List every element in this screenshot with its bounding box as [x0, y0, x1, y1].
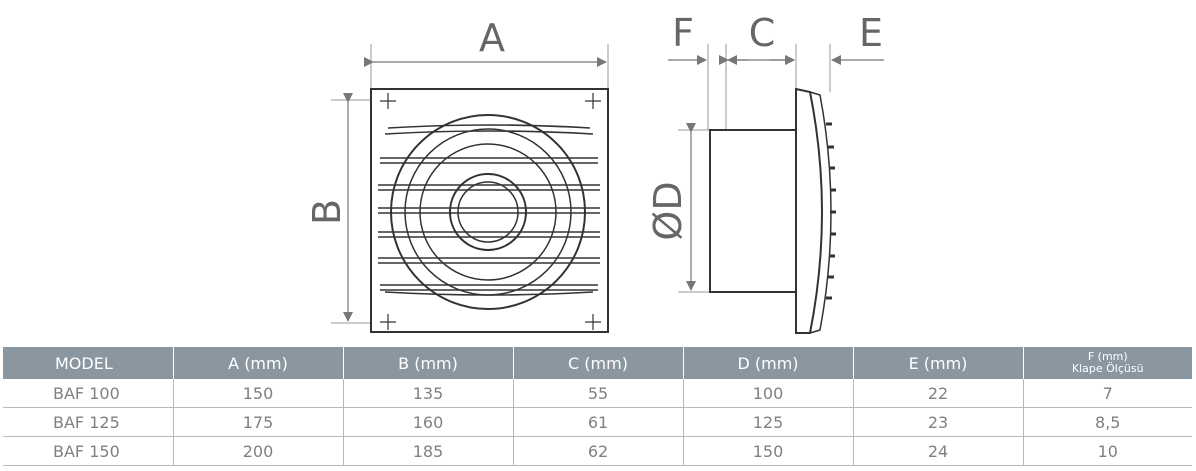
header-f-line1: F (mm): [1087, 350, 1128, 363]
fan-technical-drawing: A B F C E: [305, 11, 884, 334]
table-row: BAF 100 150 135 55 100 22 7: [3, 379, 1192, 408]
cell-c: 61: [513, 407, 684, 437]
cell-e: 23: [853, 407, 1024, 437]
cell-model: BAF 125: [3, 407, 174, 437]
header-f: F (mm) Klape Ölçüsü: [1023, 347, 1192, 379]
table-row: BAF 125 175 160 61 125 23 8,5: [3, 407, 1192, 437]
dimension-d-label: ØD: [646, 181, 690, 240]
header-d: D (mm): [683, 347, 854, 379]
cell-model: BAF 100: [3, 379, 174, 408]
cell-b: 185: [343, 436, 514, 466]
header-f-line2: Klape Ölçüsü: [1071, 362, 1144, 375]
header-b: B (mm): [343, 347, 514, 379]
cell-f: 8,5: [1023, 407, 1192, 437]
cell-model: BAF 150: [3, 436, 174, 466]
specification-table: MODEL A (mm) B (mm) C (mm) D (mm) E (mm)…: [3, 347, 1192, 466]
dimension-c-label: C: [749, 11, 776, 55]
cell-d: 100: [683, 379, 854, 408]
table-row: BAF 150 200 185 62 150 24 10: [3, 436, 1192, 466]
table-header-row: MODEL A (mm) B (mm) C (mm) D (mm) E (mm)…: [3, 347, 1192, 379]
cell-a: 150: [173, 379, 344, 408]
header-e: E (mm): [853, 347, 1024, 379]
cell-e: 24: [853, 436, 1024, 466]
dimension-e-label: E: [859, 11, 883, 55]
header-model: MODEL: [3, 347, 174, 379]
cell-c: 62: [513, 436, 684, 466]
cell-b: 160: [343, 407, 514, 437]
side-view: [678, 44, 836, 334]
front-view: [331, 44, 609, 333]
dimension-b-label: B: [305, 199, 349, 225]
dimension-a-label: A: [479, 16, 505, 60]
cell-e: 22: [853, 379, 1024, 408]
cell-f: 7: [1023, 379, 1192, 408]
cell-a: 200: [173, 436, 344, 466]
cell-a: 175: [173, 407, 344, 437]
cell-b: 135: [343, 379, 514, 408]
header-c: C (mm): [513, 347, 684, 379]
header-a: A (mm): [173, 347, 344, 379]
cell-d: 150: [683, 436, 854, 466]
cell-c: 55: [513, 379, 684, 408]
dimension-f-label: F: [672, 11, 694, 55]
cell-f: 10: [1023, 436, 1192, 466]
cell-d: 125: [683, 407, 854, 437]
